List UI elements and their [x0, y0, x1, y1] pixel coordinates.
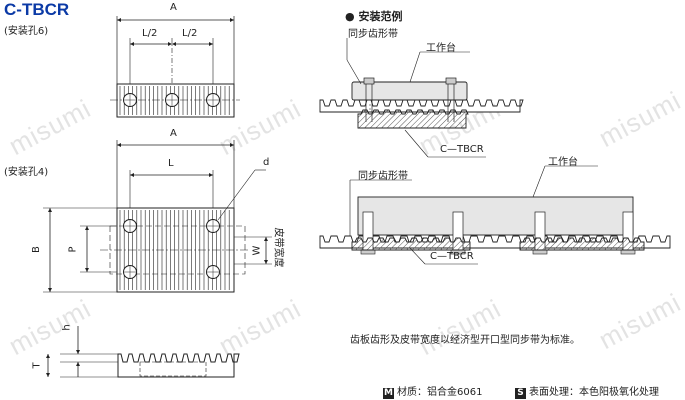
mounting-hole	[165, 93, 179, 107]
work-table	[351, 81, 468, 101]
surface-text: 表面处理：本色阳极氧化处理	[529, 387, 659, 398]
material-badge-icon: M	[383, 388, 394, 399]
top-view-caption: (安装孔6)	[4, 26, 49, 37]
dim-label-h: h	[61, 324, 73, 331]
install-example-2	[319, 165, 671, 265]
side-view	[46, 326, 240, 378]
material-text: 材质：铝合金6061	[397, 387, 483, 398]
plate-profile	[117, 353, 240, 378]
section-title: 安装范例	[358, 10, 403, 23]
clamp-plate	[351, 237, 471, 251]
table-label: 工作台	[548, 157, 578, 168]
middle-view	[43, 140, 272, 293]
clamp-plate	[519, 237, 645, 251]
work-table	[357, 196, 634, 236]
middle-view-caption: (安装孔4)	[4, 167, 49, 178]
part-label: C—TBCR	[430, 251, 474, 262]
dim-label-a: A	[170, 128, 177, 139]
mounting-hole	[123, 265, 137, 279]
dim-label-l-half: L/2	[142, 28, 158, 39]
dim-label-t: T	[31, 362, 43, 369]
top-view	[110, 16, 240, 118]
mounting-hole	[123, 219, 137, 233]
dim-label-b: B	[30, 246, 42, 253]
section-heading: ● 安装范例	[345, 8, 402, 24]
dim-label-d: d	[263, 157, 270, 168]
mounting-hole	[206, 265, 220, 279]
standard-note: 齿板齿形及皮带宽度以经济型开口型同步带为标准。	[350, 335, 580, 346]
dim-label-p: P	[67, 246, 79, 253]
clamp-plate	[357, 109, 469, 129]
dim-label-w: W	[251, 245, 263, 256]
dim-label-l-half: L/2	[182, 28, 198, 39]
dim-label-a: A	[170, 2, 177, 13]
surface-badge-icon: S	[515, 388, 526, 399]
bullet-icon: ●	[345, 10, 355, 23]
bolt-nut	[360, 249, 376, 255]
mounting-hole	[123, 93, 137, 107]
page-title: C-TBCR	[4, 0, 70, 19]
bolts	[360, 211, 636, 255]
bolt-nut	[620, 249, 636, 255]
belt-label: 同步齿形带	[348, 29, 398, 40]
mounting-hole	[206, 93, 220, 107]
install-example-1	[319, 38, 524, 158]
mounting-hole	[206, 219, 220, 233]
belt-width-label: 皮带宽度	[272, 227, 284, 268]
bolt-nut	[532, 249, 548, 255]
belt-label: 同步齿形带	[358, 171, 408, 182]
dim-label-l: L	[168, 158, 174, 169]
table-label: 工作台	[426, 43, 456, 54]
part-label: C—TBCR	[440, 144, 484, 155]
